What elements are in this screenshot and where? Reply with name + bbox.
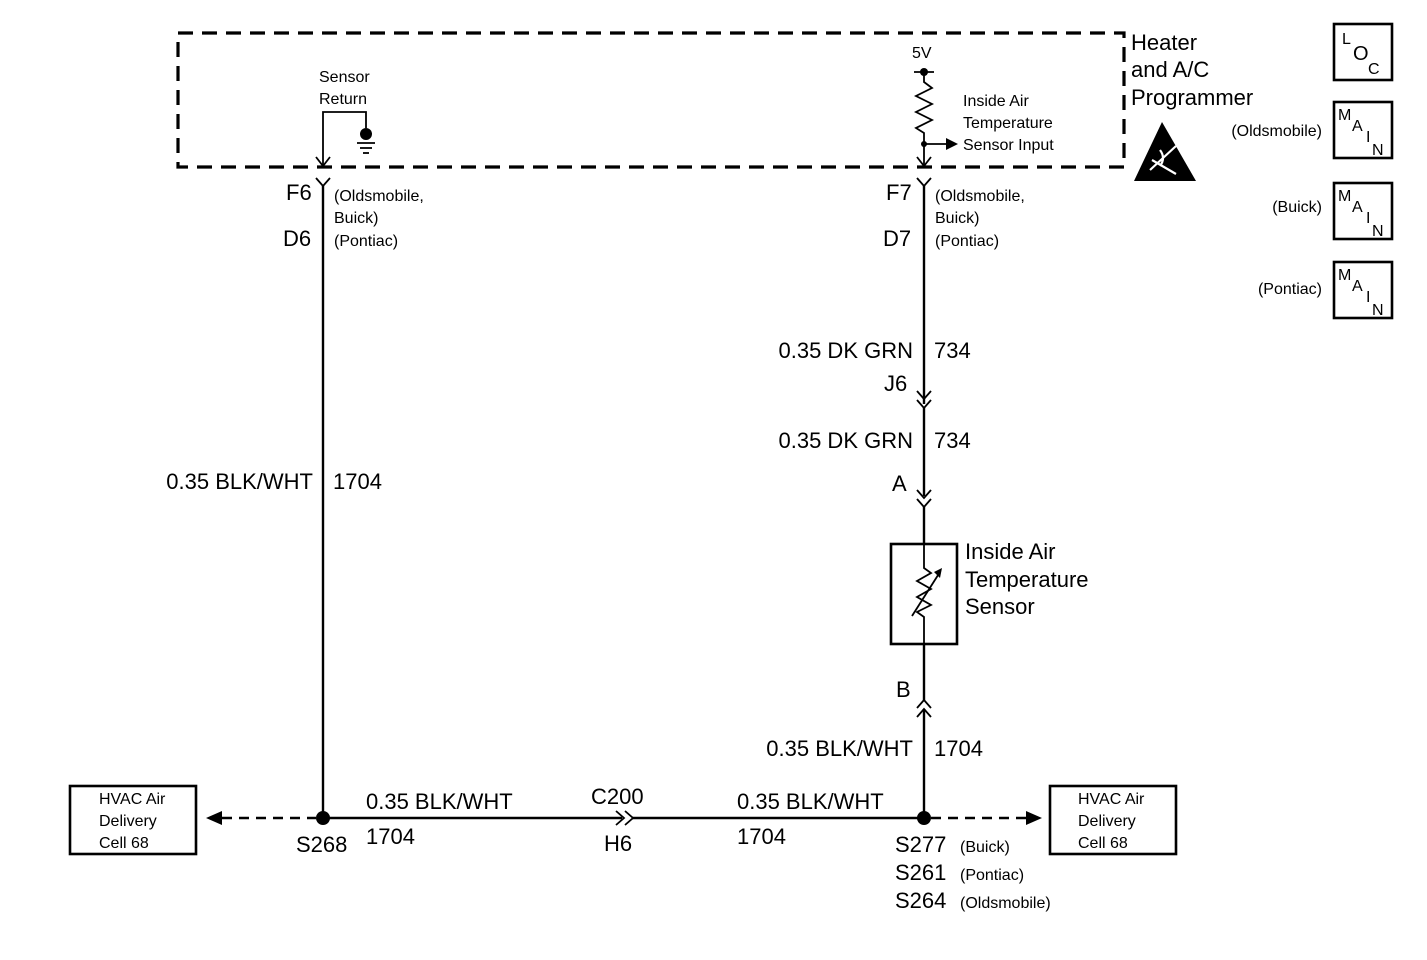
hvac-left-line-3: Cell 68 [99, 835, 149, 852]
main-letter-a: A [1352, 199, 1363, 216]
sensor-label-3: Sensor [965, 594, 1035, 619]
splice-s261-label: S261 [895, 860, 946, 885]
main-letter-m: M [1338, 107, 1351, 124]
terminal-b-label: B [896, 677, 911, 702]
pin-f6-note-2: Buick) [334, 210, 378, 227]
main-legend-box-oldsmobile: M A I N [1332, 100, 1394, 160]
main-letter-m: M [1338, 267, 1351, 284]
connector-j6-label: J6 [884, 371, 907, 396]
loc-legend-box: L O C [1332, 22, 1394, 82]
right-wire-mid-label: 0.35 DK GRN [779, 428, 914, 453]
sensor-return-internal-wire [322, 111, 367, 165]
main-letter-i: I [1366, 129, 1370, 146]
esd-warning-icon [1134, 122, 1196, 181]
sensor-label-2: Temperature [965, 567, 1089, 592]
sensor-input-arrow-icon [946, 138, 958, 150]
main-legend-box-buick: M A I N [1332, 181, 1394, 241]
hvac-air-delivery-left: HVAC Air Delivery Cell 68 [68, 784, 198, 856]
loc-letter-l: L [1342, 31, 1351, 48]
splice-s277-note: (Buick) [960, 839, 1010, 856]
main-letter-n: N [1372, 142, 1384, 159]
supply-voltage-label: 5V [912, 45, 932, 62]
pin-f7-note-1: (Oldsmobile, [935, 188, 1025, 205]
main-letter-i: I [1366, 289, 1370, 306]
thermistor-icon [915, 544, 933, 644]
right-wire-upper-circuit: 734 [934, 338, 971, 363]
thermistor-arrow-line [911, 571, 941, 617]
programmer-title-line-3: Programmer [1131, 85, 1253, 110]
thermistor-arrow-icon [934, 568, 942, 578]
terminal-a-label: A [892, 471, 907, 496]
pin-d7-label: D7 [883, 226, 911, 251]
splice-s268-label: S268 [296, 832, 347, 857]
female-terminal-f7-lower-icon [916, 177, 932, 188]
legend-label-pontiac: (Pontiac) [1258, 281, 1322, 298]
splice-s268-node [316, 811, 330, 825]
pin-d6-label: D6 [283, 226, 311, 251]
legend-label-oldsmobile: (Oldsmobile) [1231, 123, 1322, 140]
right-wire-lower-circuit: 1704 [934, 736, 983, 761]
main-legend-box-pontiac: M A I N [1332, 260, 1394, 320]
female-terminal-f6-icon [315, 156, 331, 168]
programmer-title-line-1: Heater [1131, 30, 1197, 55]
pin-f7-label: F7 [886, 180, 912, 205]
programmer-title-line-2: and A/C [1131, 57, 1209, 82]
connector-h6-label: H6 [604, 831, 632, 856]
hvac-air-delivery-right: HVAC Air Delivery Cell 68 [1048, 784, 1178, 856]
hvac-left-line-1: HVAC Air [99, 791, 166, 808]
splice-s277-node [917, 811, 931, 825]
hvac-right-line-1: HVAC Air [1078, 791, 1145, 808]
hvac-right-line-3: Cell 68 [1078, 835, 1128, 852]
splice-s264-note: (Oldsmobile) [960, 895, 1051, 912]
connector-c200-label: C200 [591, 784, 644, 809]
bottom-left-circuit: 1704 [366, 824, 415, 849]
right-wire-lower-label: 0.35 BLK/WHT [766, 736, 913, 761]
pin-f6-label: F6 [286, 180, 312, 205]
pin-f7-note-2: Buick) [935, 210, 979, 227]
pin-d7-note: (Pontiac) [935, 233, 999, 250]
bottom-left-wire-label: 0.35 BLK/WHT [366, 789, 513, 814]
left-hvac-arrow-icon [206, 811, 222, 825]
left-wire-label: 0.35 BLK/WHT [166, 469, 313, 494]
main-letter-m: M [1338, 188, 1351, 205]
main-letter-n: N [1372, 302, 1384, 319]
splice-s261-note: (Pontiac) [960, 867, 1024, 884]
loc-letter-o: O [1353, 43, 1369, 65]
pin-d6-note: (Pontiac) [334, 233, 398, 250]
main-letter-i: I [1366, 210, 1370, 227]
splice-s277-label: S277 [895, 832, 946, 857]
sensor-return-label-2: Return [319, 91, 367, 108]
bottom-right-wire-label: 0.35 BLK/WHT [737, 789, 884, 814]
female-terminal-f6-lower-icon [315, 177, 331, 188]
hvac-right-line-2: Delivery [1078, 813, 1136, 830]
programmer-module-boundary [176, 31, 1126, 169]
left-wire-circuit: 1704 [333, 469, 382, 494]
legend-label-buick: (Buick) [1272, 199, 1322, 216]
main-letter-a: A [1352, 118, 1363, 135]
sensor-input-label-2: Temperature [963, 115, 1053, 132]
pull-up-resistor-icon [913, 72, 935, 165]
right-wire-mid-circuit: 734 [934, 428, 971, 453]
splice-s264-label: S264 [895, 888, 946, 913]
pin-f6-note-1: (Oldsmobile, [334, 188, 424, 205]
right-hvac-arrow-icon [1026, 811, 1042, 825]
main-letter-n: N [1372, 223, 1384, 240]
main-letter-a: A [1352, 278, 1363, 295]
hvac-left-line-2: Delivery [99, 813, 157, 830]
right-wire-upper-label: 0.35 DK GRN [779, 338, 914, 363]
sensor-return-label-1: Sensor [319, 69, 370, 86]
sensor-input-label-3: Sensor Input [963, 137, 1054, 154]
loc-letter-c: C [1368, 61, 1380, 78]
sensor-input-label-1: Inside Air [963, 93, 1029, 110]
female-terminal-f7-icon [916, 156, 932, 168]
connector-c200-icon [615, 810, 635, 826]
bottom-right-circuit: 1704 [737, 824, 786, 849]
ground-icon [357, 128, 375, 154]
sensor-label-1: Inside Air [965, 539, 1056, 564]
